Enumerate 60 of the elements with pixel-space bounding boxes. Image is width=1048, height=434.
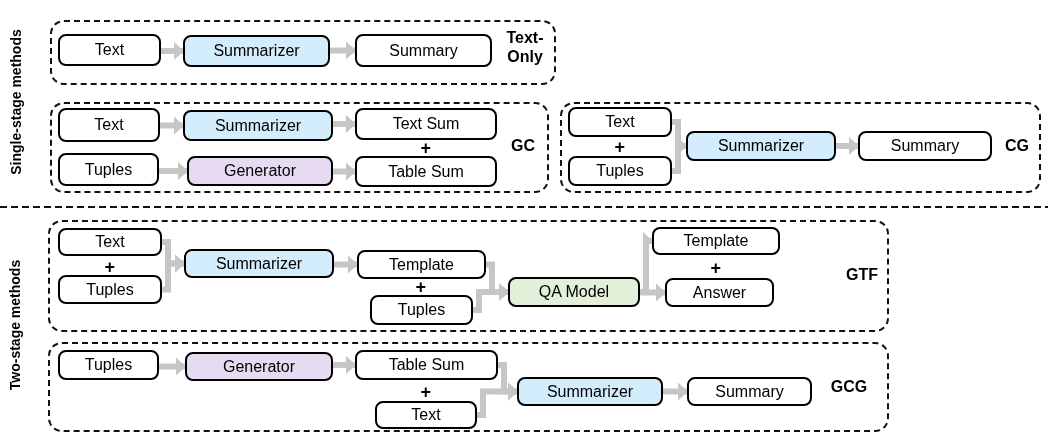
- flow-arrow: [162, 254, 185, 293]
- method-name: GCG: [829, 377, 869, 396]
- data-box: Summary: [858, 131, 992, 161]
- data-box: Table Sum: [355, 156, 497, 187]
- data-box: Text: [58, 108, 160, 142]
- data-box: Text: [568, 107, 672, 137]
- data-box: Tuples: [58, 275, 162, 304]
- flow-arrow: [663, 382, 688, 401]
- method-group: [50, 20, 556, 85]
- model-box: Generator: [185, 352, 333, 381]
- plus-sign: +: [104, 258, 115, 276]
- data-box: Text: [375, 401, 477, 429]
- data-box: Summary: [687, 377, 812, 406]
- data-box: Table Sum: [355, 350, 498, 380]
- data-box: Answer: [665, 278, 774, 307]
- data-box: Tuples: [58, 350, 159, 380]
- data-box: Tuples: [58, 153, 159, 186]
- plus-sign: +: [614, 138, 625, 156]
- flow-arrow: [477, 382, 518, 418]
- flow-arrow: [333, 115, 356, 133]
- method-name: CG: [1004, 136, 1030, 155]
- method-group: [48, 220, 889, 332]
- method-group: [560, 102, 1041, 193]
- flow-arrow: [330, 41, 356, 60]
- data-box: Template: [357, 250, 486, 279]
- method-name: GC: [510, 136, 536, 155]
- flow-arrow: [473, 283, 509, 313]
- method-group: [48, 342, 889, 432]
- flow-arrow: [159, 357, 186, 376]
- section-label: Single-stage methods: [7, 29, 24, 175]
- model-box: Summarizer: [183, 110, 333, 141]
- model-box: Summarizer: [184, 249, 334, 278]
- method-name: Text-Only: [505, 28, 545, 66]
- data-box: Template: [652, 227, 780, 255]
- model-box: QA Model: [508, 277, 640, 307]
- method-group: [50, 102, 549, 193]
- flow-arrow: [161, 42, 184, 60]
- data-box: Tuples: [370, 295, 473, 325]
- data-box: Tuples: [568, 156, 672, 186]
- data-box: Text Sum: [355, 108, 497, 140]
- model-box: Generator: [187, 156, 333, 186]
- section-label: Two-stage methods: [7, 259, 24, 391]
- plus-sign: +: [420, 383, 431, 401]
- model-box: Summarizer: [517, 377, 663, 406]
- data-box: Text: [58, 34, 161, 66]
- flow-arrow: [640, 283, 666, 302]
- data-box: Text: [58, 228, 162, 256]
- flow-arrow: [160, 116, 184, 135]
- plus-sign: +: [415, 278, 426, 296]
- flow-arrow: [333, 356, 356, 374]
- method-name: GTF: [845, 265, 879, 284]
- data-box: Summary: [355, 34, 492, 67]
- plus-sign: +: [710, 259, 721, 277]
- flow-arrow: [334, 255, 358, 274]
- model-box: Summarizer: [183, 35, 330, 67]
- flow-arrow: [836, 137, 859, 155]
- flow-arrow: [333, 162, 356, 181]
- flow-arrow: [159, 162, 188, 180]
- plus-sign: +: [420, 139, 431, 157]
- model-box: Summarizer: [686, 131, 836, 161]
